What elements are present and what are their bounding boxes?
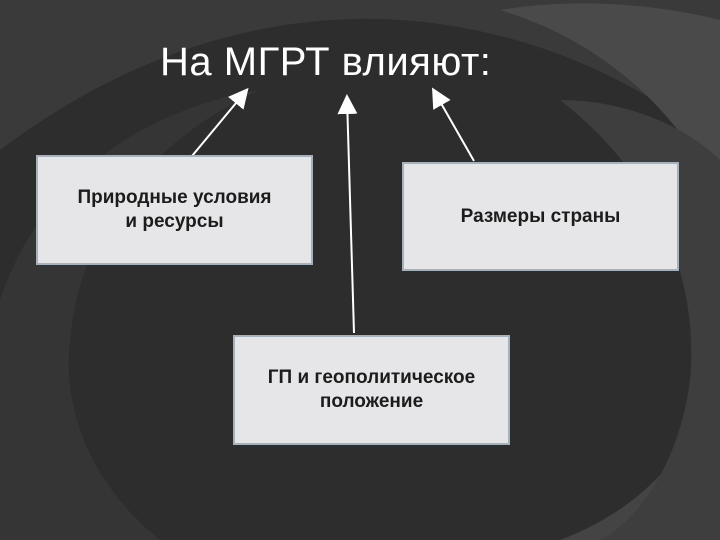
slide-title: На МГРТ влияют: xyxy=(160,40,492,84)
box-natural-line1: Природные условия xyxy=(77,187,272,209)
box-natural-conditions: Природные условия и ресурсы xyxy=(36,155,313,265)
box-size-line1: Размеры страны xyxy=(460,205,621,227)
box-country-size: Размеры страны xyxy=(402,162,679,271)
swirl-band-mid xyxy=(560,100,720,540)
box-geo-line1: ГП и геополитическое xyxy=(267,367,476,389)
box-geo-line2: положение xyxy=(319,391,424,412)
swirl-band-right xyxy=(500,3,720,200)
swirl-band-top xyxy=(0,0,720,150)
box-geopolitical-position: ГП и геополитическое положение xyxy=(233,335,510,445)
box-natural-line2: и ресурсы xyxy=(125,211,224,232)
